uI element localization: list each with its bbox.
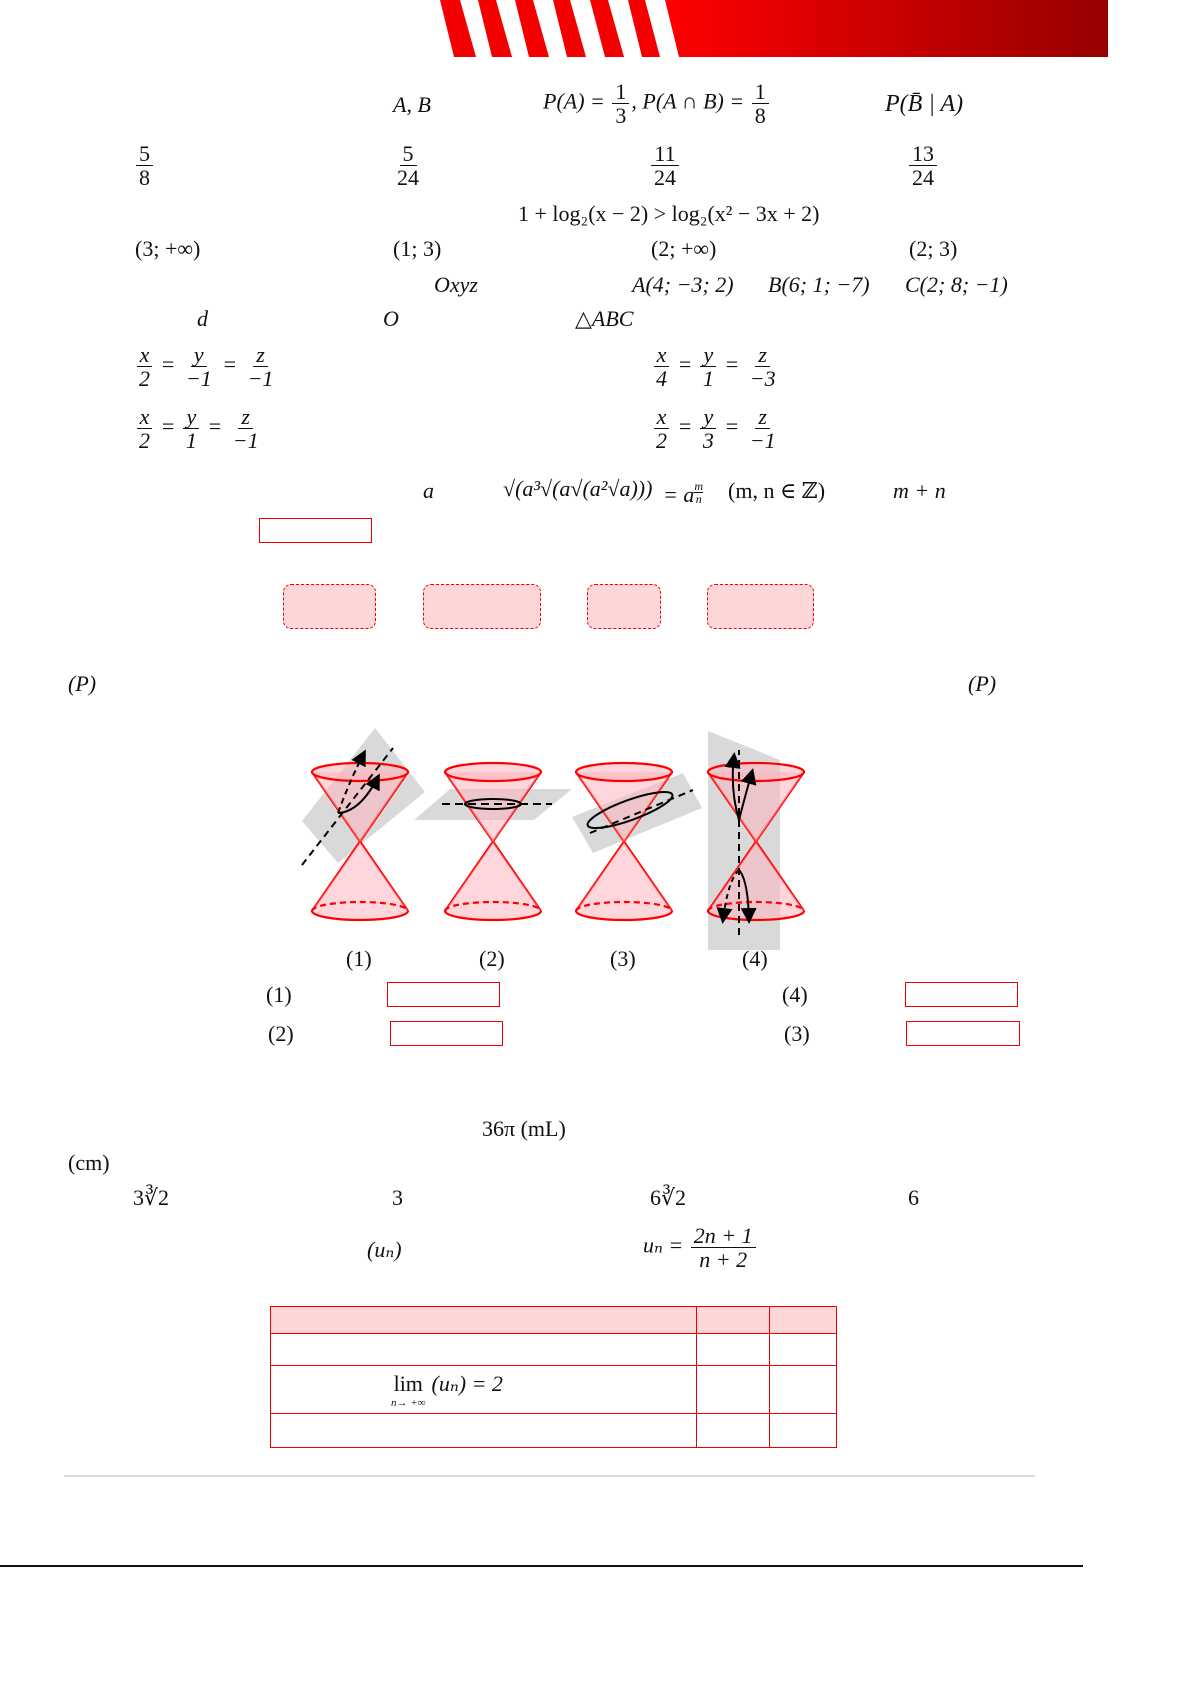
asked-probability: P(B̄ | A) <box>885 91 964 117</box>
origin-o: O <box>383 306 399 331</box>
true-column-header[interactable] <box>696 1306 770 1334</box>
table-row <box>270 1333 837 1366</box>
sequence-name: (uₙ) <box>367 1237 402 1262</box>
fill-label-3: (3) <box>784 1021 810 1046</box>
banner-bar <box>665 0 1108 57</box>
option-b[interactable]: (1; 3) <box>393 236 442 261</box>
table-header-row <box>270 1306 837 1334</box>
point-a: A(4; −3; 2) <box>632 272 734 297</box>
page-bottom-line <box>0 1565 1083 1567</box>
banner-stripes <box>440 0 660 57</box>
fill-label-4: (4) <box>782 982 808 1007</box>
false-cell[interactable] <box>769 1333 837 1366</box>
option-d[interactable]: 6 <box>908 1185 919 1210</box>
fill-label-1: (1) <box>266 982 292 1007</box>
point-b: B(6; 1; −7) <box>768 272 870 297</box>
fill-label-2: (2) <box>268 1021 294 1046</box>
option-a[interactable]: (3; +∞) <box>135 236 201 261</box>
figure-label-1: (1) <box>346 946 372 971</box>
events: A, B <box>393 92 431 117</box>
option-c[interactable]: (2; +∞) <box>651 236 717 261</box>
table-row <box>270 1413 837 1448</box>
triangle-abc: △ABC <box>575 306 634 331</box>
option-b[interactable]: 3 <box>392 1185 403 1210</box>
log-inequality: 1 + log₂(x − 2) > log₂(x² − 3x + 2) <box>518 201 820 226</box>
plane-p-left: (P) <box>68 671 97 696</box>
figure-label-2: (2) <box>479 946 505 971</box>
figure-label-4: (4) <box>742 946 768 971</box>
asked-sum: m + n <box>893 478 946 503</box>
false-cell[interactable] <box>769 1365 837 1414</box>
drag-choice-3[interactable] <box>587 584 661 629</box>
drag-choice-4[interactable] <box>707 584 814 629</box>
coordinate-system: Oxyz <box>434 272 478 297</box>
drag-choice-2[interactable] <box>423 584 541 629</box>
plane-p-right: (P) <box>968 671 997 696</box>
drag-choice-1[interactable] <box>283 584 376 629</box>
radical-expression: √(a³√(a√(a²√a))) <box>503 476 653 501</box>
cone-2 <box>443 761 543 922</box>
answer-box-1[interactable] <box>387 982 500 1007</box>
variable-a: a <box>423 478 434 503</box>
false-column-header[interactable] <box>769 1306 837 1334</box>
cone-3 <box>574 761 674 922</box>
unit-label: (cm) <box>68 1150 110 1175</box>
condition: (m, n ∈ ℤ) <box>728 478 826 503</box>
point-c: C(2; 8; −1) <box>905 272 1008 297</box>
answer-box-2[interactable] <box>390 1021 503 1046</box>
answer-box[interactable] <box>259 518 372 543</box>
conic-sections-figure <box>301 728 806 950</box>
true-cell[interactable] <box>696 1365 770 1414</box>
false-cell[interactable] <box>769 1413 837 1448</box>
volume-value: 36π (mL) <box>482 1116 566 1141</box>
true-cell[interactable] <box>696 1413 770 1448</box>
header-banner <box>440 0 1108 57</box>
line-d: d <box>197 306 208 331</box>
option-a[interactable]: 3∛2 <box>133 1185 170 1210</box>
option-c[interactable]: 6∛2 <box>650 1185 687 1210</box>
footer-divider <box>64 1475 1035 1477</box>
true-cell[interactable] <box>696 1333 770 1366</box>
option-d[interactable]: (2; 3) <box>909 236 958 261</box>
answer-box-4[interactable] <box>905 982 1018 1007</box>
answer-box-3[interactable] <box>906 1021 1020 1046</box>
figure-label-3: (3) <box>610 946 636 971</box>
